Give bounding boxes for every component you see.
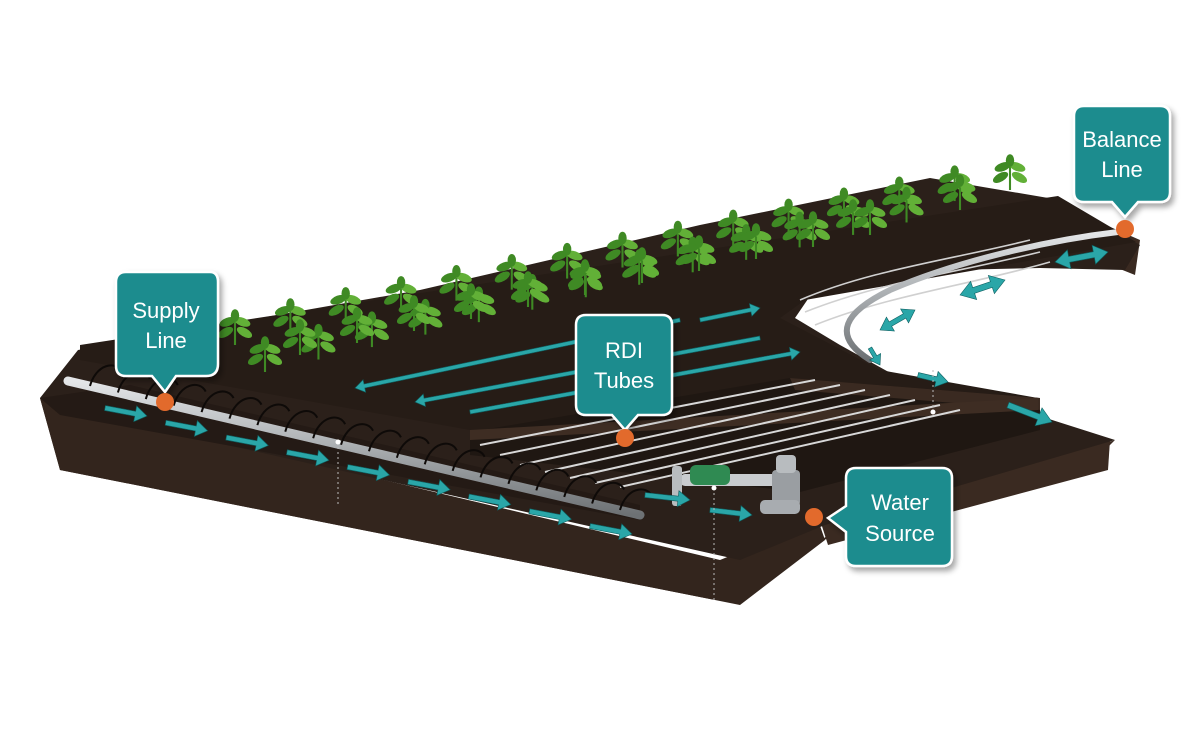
flow-arrow-icon — [917, 370, 949, 388]
flow-arrow-icon — [589, 523, 633, 541]
valve-head-cap — [776, 455, 796, 473]
callout-water-source: Water Source — [825, 466, 954, 568]
tube-loop — [479, 455, 514, 478]
flow-arrow-icon — [644, 490, 691, 508]
tube-loop — [395, 436, 430, 459]
tube-loop — [340, 423, 374, 446]
tube-line — [594, 404, 941, 484]
callout-balance-line: Balance Line — [1072, 104, 1172, 219]
marker-dot-icon — [805, 508, 823, 526]
plant-icon — [217, 309, 253, 345]
valve-body — [690, 465, 730, 485]
callout-balance-line-shape — [1072, 104, 1172, 219]
tube-loop — [367, 429, 402, 452]
water-source-label-2: Source — [865, 521, 935, 546]
flow-arrow-icon — [286, 449, 330, 467]
rdi-tubes-label-1: RDI — [605, 338, 643, 363]
probe-dot — [930, 409, 936, 415]
tube-loop — [312, 416, 347, 439]
probe-dot — [711, 485, 717, 491]
callout-water-source-shape — [825, 466, 954, 568]
tube-line — [814, 261, 1051, 326]
tube-loop — [228, 396, 263, 419]
flow-arrow-icon — [104, 405, 148, 423]
tube-loop — [563, 475, 598, 498]
water-source-label-1: Water — [871, 490, 929, 515]
plant-icon — [942, 174, 978, 210]
plant-icon — [852, 199, 888, 235]
plant-icon — [795, 211, 831, 247]
flow-arrow-icon — [467, 493, 512, 511]
callout-rdi-tubes: RDI Tubes — [574, 313, 674, 432]
plant-icon — [247, 336, 283, 372]
plant-icon — [681, 235, 717, 271]
tube-loop — [507, 462, 542, 485]
tube-loop — [423, 442, 458, 465]
probe-lines — [337, 370, 934, 600]
marker-dot-icon — [616, 429, 634, 447]
flow-arrow-icon — [346, 464, 391, 482]
tube-loop — [200, 390, 235, 413]
tube-line — [569, 399, 916, 479]
plant-icon — [992, 154, 1028, 190]
flow-arrow-icon — [528, 508, 572, 526]
tube-loop — [256, 403, 291, 426]
callout-supply-line: Supply Line — [114, 270, 220, 395]
rdi-tubes-label-2: Tubes — [594, 368, 654, 393]
marker-dot-icon — [1116, 220, 1134, 238]
flow-arrow-icon — [1006, 401, 1053, 427]
supply-line-label-1: Supply — [132, 298, 199, 323]
tube-loop — [172, 383, 207, 406]
soil-front-side — [40, 398, 825, 605]
balance-pipe — [843, 229, 1121, 363]
callout-supply-line-shape — [114, 270, 220, 395]
plant-icon — [396, 295, 432, 331]
bed-front-edge — [470, 398, 1038, 440]
tube-loop — [591, 481, 625, 504]
marker-dot-icon — [156, 393, 174, 411]
tube-line — [544, 394, 891, 473]
supply-line-label-2: Line — [145, 328, 187, 353]
flow-arrow-icon — [1054, 244, 1109, 270]
valve-icon — [672, 455, 800, 514]
plant-icon — [494, 253, 529, 290]
flow-arrow-icon — [867, 346, 881, 366]
balance-line-label-1: Balance — [1082, 127, 1162, 152]
plant-icon — [339, 307, 375, 343]
plant-icon — [889, 186, 924, 223]
tube-line — [519, 389, 866, 466]
valve-head-base — [772, 470, 800, 506]
probe-dot — [335, 439, 341, 445]
callout-rdi-tubes-shape — [574, 313, 674, 432]
plant-icon — [605, 231, 640, 268]
plant-icon — [738, 223, 774, 259]
tube-loop — [284, 410, 319, 432]
plant-icon — [282, 319, 318, 355]
tube-line — [499, 384, 841, 456]
tube-loop — [451, 449, 486, 472]
tube-loop — [535, 468, 570, 491]
flow-arrow-icon — [164, 419, 209, 437]
valve-outlet — [760, 500, 800, 514]
trench-platform — [40, 385, 640, 520]
plant-icon — [624, 247, 660, 283]
plant-icon — [510, 271, 546, 307]
tube-line — [799, 239, 1031, 301]
plant-icon — [453, 283, 489, 319]
flow-arrow-icon — [699, 303, 761, 323]
balance-line-label-2: Line — [1101, 157, 1143, 182]
flow-arrow-icon — [407, 478, 451, 496]
flow-arrow-icon — [225, 434, 269, 452]
plant-rows — [217, 154, 1028, 372]
plant-icon — [567, 259, 603, 295]
flow-arrow-icon — [879, 308, 916, 332]
flow-arrow-icon — [709, 505, 753, 523]
flow-arrow-icon — [959, 275, 1006, 300]
